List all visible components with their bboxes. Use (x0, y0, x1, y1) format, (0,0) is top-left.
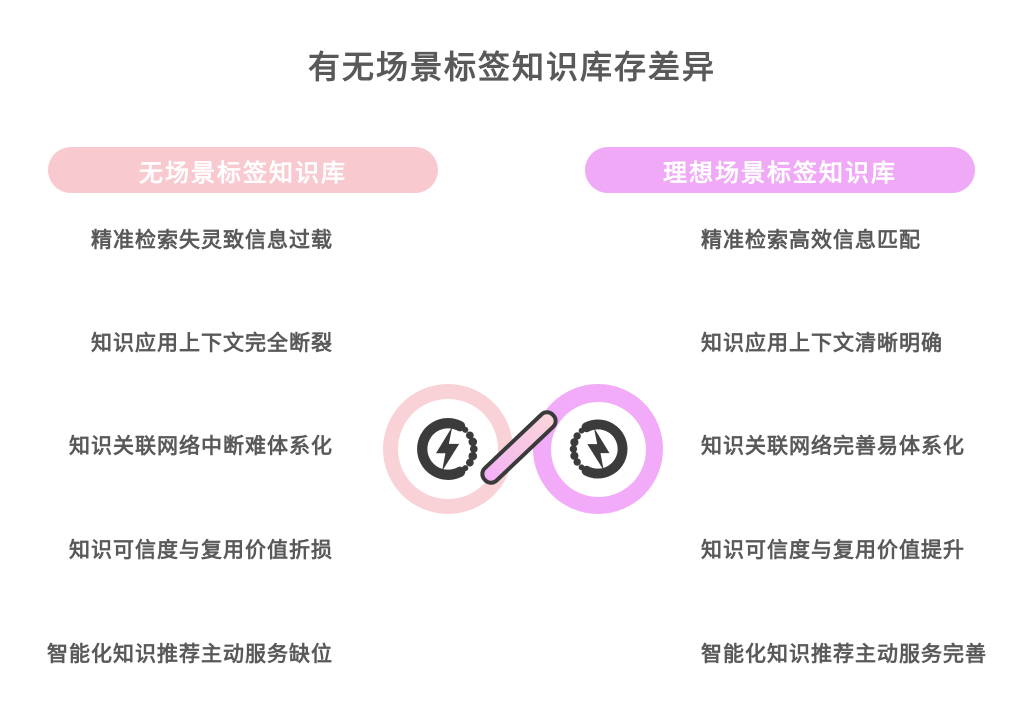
energy-bolt-icon (417, 418, 478, 480)
left-item-3: 知识关联网络中断难体系化 (69, 434, 333, 458)
right-circle-badge (533, 384, 663, 514)
left-column-header-pill: 无场景标签知识库 (48, 147, 438, 193)
right-item-3: 知识关联网络完善易体系化 (701, 434, 965, 458)
left-circle-badge (383, 384, 513, 514)
energy-bolt-icon-mirrored (569, 419, 628, 479)
left-item-4: 知识可信度与复用价值折损 (69, 538, 333, 562)
right-column-header-label: 理想场景标签知识库 (663, 158, 897, 187)
right-item-4: 知识可信度与复用价值提升 (701, 538, 965, 562)
page-title: 有无场景标签知识库存差异 (307, 48, 716, 86)
right-circle-inner (550, 401, 646, 497)
left-item-2: 知识应用上下文完全断裂 (91, 331, 333, 355)
right-item-1: 精准检索高效信息匹配 (701, 228, 921, 252)
right-column-header-pill: 理想场景标签知识库 (585, 147, 975, 193)
left-item-5: 智能化知识推荐主动服务缺位 (47, 642, 333, 666)
right-item-5: 智能化知识推荐主动服务完善 (701, 642, 987, 666)
left-item-1: 精准检索失灵致信息过载 (91, 228, 333, 252)
left-column-header-label: 无场景标签知识库 (139, 158, 347, 187)
left-circle-inner (398, 399, 498, 499)
right-item-2: 知识应用上下文清晰明确 (701, 331, 943, 355)
